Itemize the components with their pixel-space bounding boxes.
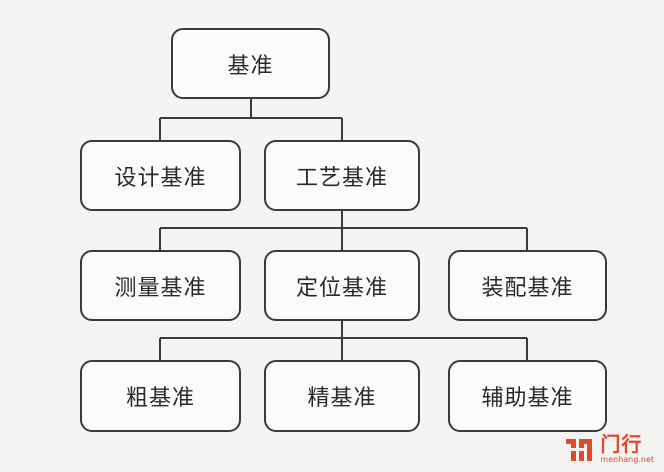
node-fine-datum: 精基准 — [264, 360, 420, 432]
logo-icon — [564, 435, 594, 463]
node-design-datum: 设计基准 — [80, 140, 241, 211]
node-auxiliary-datum: 辅助基准 — [448, 360, 607, 432]
node-assembly-datum: 装配基准 — [448, 250, 607, 321]
node-datum: 基准 — [171, 28, 330, 99]
node-locating-datum: 定位基准 — [264, 250, 420, 321]
watermark: 门行 menhang.net — [564, 434, 654, 464]
node-rough-datum: 粗基准 — [80, 360, 241, 432]
node-measuring-datum: 测量基准 — [80, 250, 241, 321]
watermark-name: 门行 — [600, 432, 643, 456]
node-process-datum: 工艺基准 — [264, 140, 420, 211]
watermark-url: menhang.net — [600, 455, 654, 464]
